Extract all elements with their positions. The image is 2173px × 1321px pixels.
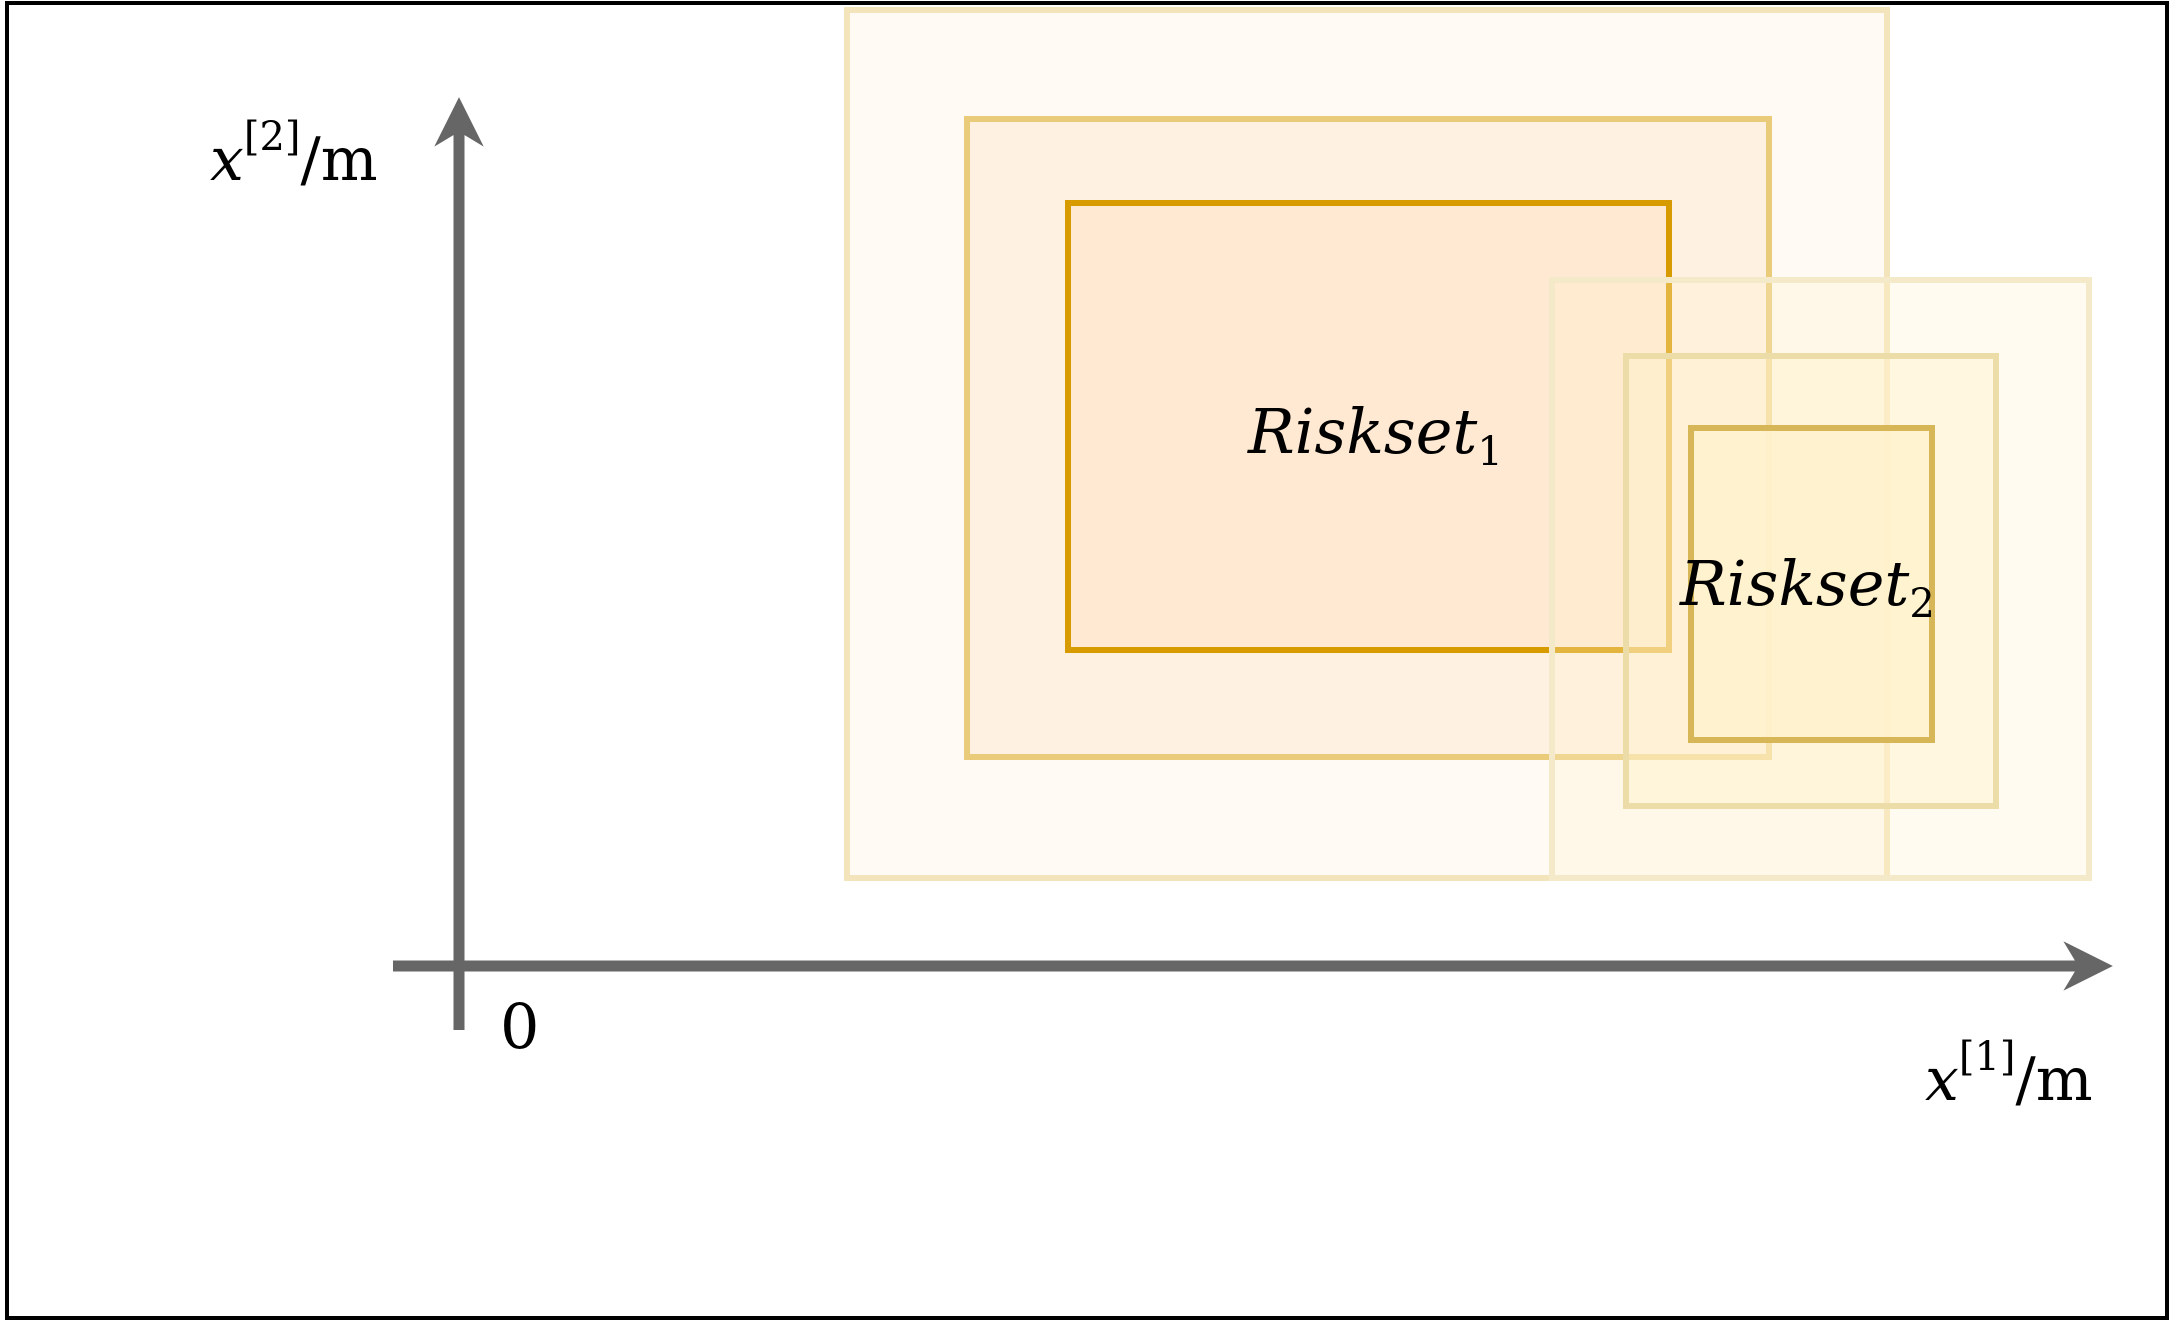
riskset-1-label-name: Riskset [1247, 395, 1477, 468]
y-axis-label-unit: /m [301, 125, 378, 195]
y-axis-label-superscript: [2] [244, 114, 301, 160]
x-axis-label-superscript: [1] [1959, 1034, 2016, 1080]
y-axis-label-var: x [210, 125, 244, 195]
riskset-1-label: Riskset1 [1247, 395, 1503, 475]
x-axis-label-unit: /m [2016, 1045, 2093, 1115]
riskset-1-region [844, 7, 1890, 881]
origin-label: 0 [500, 990, 539, 1063]
riskset-1-label-subscript: 1 [1477, 429, 1502, 475]
x-axis-label: x[1]/m [1925, 1034, 2093, 1115]
y-axis-label: x[2]/m [210, 114, 378, 195]
riskset-2-region [1549, 277, 2092, 881]
riskset-2-label-name: Riskset [1679, 547, 1909, 620]
x-axis-label-var: x [1925, 1045, 1959, 1115]
riskset-2-core [1688, 425, 1935, 743]
riskset-2-label-subscript: 2 [1909, 581, 1934, 627]
riskset-2-label: Riskset2 [1679, 547, 1935, 627]
